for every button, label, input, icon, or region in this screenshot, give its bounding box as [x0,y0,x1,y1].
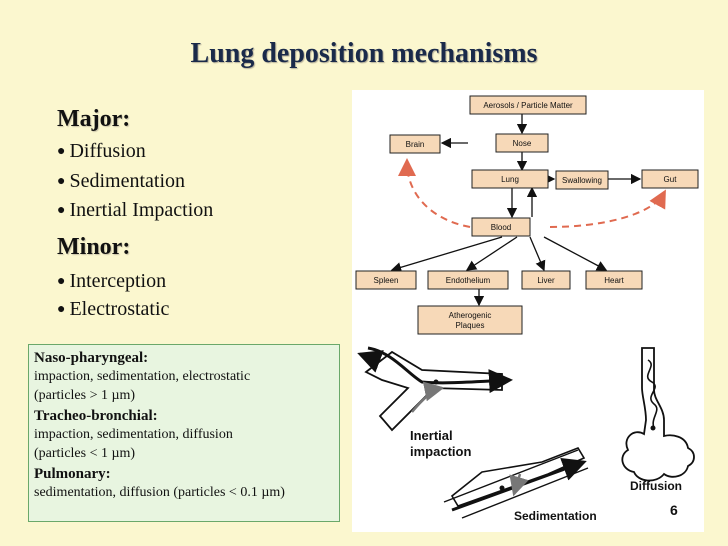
node-atherogenic-line-1: Atherogenic [449,311,492,320]
node-atherogenic-line-2: Plaques [456,321,485,330]
node-gut: Gut [664,175,678,184]
slide-title: Lung deposition mechanisms [190,38,538,69]
region-line: sedimentation, diffusion (particles < 0.… [34,485,285,500]
region-name-tracheo-bronchial: Tracheo-bronchial: [34,408,158,424]
minor-item-interception: ●Interception [57,270,167,292]
inertial-impaction-diagram: Inertial impaction [357,346,513,459]
region-line: (particles > 1 µm) [34,388,136,403]
major-item-inertial-impaction: ●Inertial Impaction [57,199,214,221]
major-heading: Major: [57,106,131,132]
region-name-naso-pharyngeal: Naso-pharyngeal: [34,350,149,366]
bullet-icon: ● [57,203,66,218]
node-liver: Liver [537,276,555,285]
major-item-sedimentation: ●Sedimentation [57,170,186,192]
flow-arrows [390,114,642,307]
minor-heading: Minor: [57,234,131,260]
deposition-regions-box: Naso-pharyngeal: impaction, sedimentatio… [28,344,340,522]
node-brain: Brain [406,140,425,149]
label-diffusion: Diffusion [630,479,682,493]
node-aerosols: Aerosols / Particle Matter [483,101,573,110]
bullet-icon: ● [57,144,66,159]
figure-svg: Aerosols / Particle Matter Nose Brain Lu… [355,95,699,523]
label-inertial-line-1: Inertial [410,428,453,443]
minor-item-electrostatic: ●Electrostatic [57,298,170,320]
node-endothelium: Endothelium [446,276,491,285]
node-swallowing: Swallowing [562,176,602,185]
bullet-icon: ● [57,174,66,189]
bullet-icon: ● [57,302,66,317]
region-name-pulmonary: Pulmonary: [34,466,111,482]
node-blood: Blood [491,223,511,232]
major-item-diffusion: ●Diffusion [57,140,146,162]
deposition-figure: Aerosols / Particle Matter Nose Brain Lu… [352,90,704,532]
dashed-transport-arrows [398,158,666,228]
label-sedimentation: Sedimentation [514,509,597,523]
diffusion-diagram: Diffusion [621,347,695,493]
flow-nodes [355,95,699,335]
region-line: impaction, sedimentation, electrostatic [34,369,251,384]
flow-node-labels: Aerosols / Particle Matter Nose Brain Lu… [374,101,678,330]
node-lung: Lung [501,175,519,184]
sedimentation-diagram: Sedimentation [443,447,597,523]
region-line: (particles < 1 µm) [34,446,136,461]
node-heart: Heart [604,276,624,285]
region-line: impaction, sedimentation, diffusion [34,427,233,442]
node-nose: Nose [513,139,532,148]
node-spleen: Spleen [374,276,399,285]
label-inertial-line-2: impaction [410,444,471,459]
bullet-icon: ● [57,274,66,289]
page-number: 6 [670,502,678,518]
